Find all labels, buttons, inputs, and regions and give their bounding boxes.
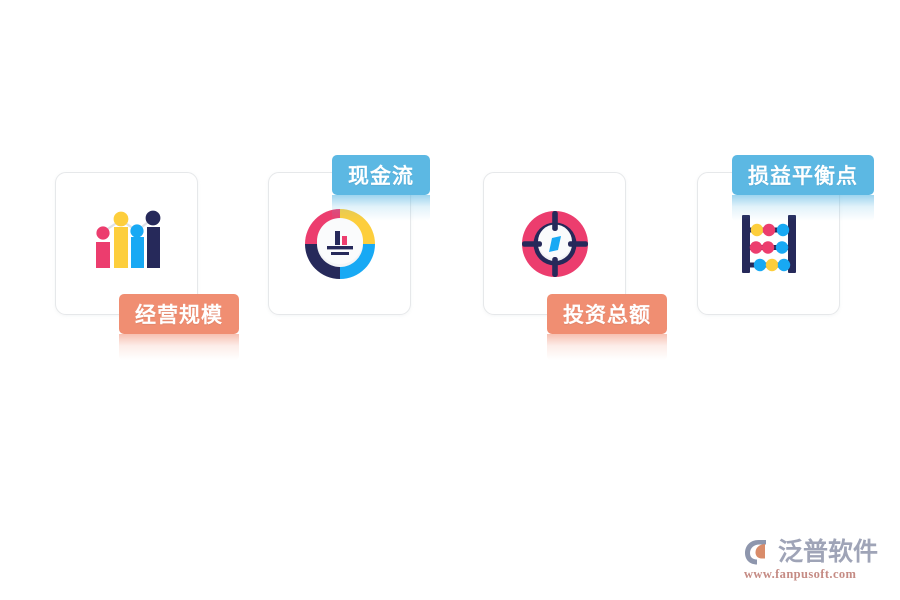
watermark-url-text: www.fanpusoft.com — [744, 567, 857, 581]
label-business-scale-text: 经营规模 — [135, 304, 223, 327]
fanpu-logo-icon — [745, 540, 766, 565]
label-total-investment-reflection — [547, 334, 667, 360]
abacus-icon — [741, 214, 796, 273]
label-total-investment-text: 投资总额 — [563, 304, 651, 327]
label-cash-flow-chip[interactable]: 现金流 — [332, 155, 430, 195]
bar-chart-growth-icon — [95, 210, 160, 268]
card-total-investment[interactable] — [483, 172, 626, 315]
card-business-scale[interactable] — [55, 172, 198, 315]
label-cash-flow[interactable]: 现金流 — [332, 155, 430, 221]
donut-chart-icon — [304, 208, 375, 279]
label-break-even-point-chip[interactable]: 损益平衡点 — [732, 155, 874, 195]
watermark-brand-text: 泛普软件 — [778, 537, 879, 566]
label-cash-flow-text: 现金流 — [348, 165, 414, 188]
label-business-scale[interactable]: 经营规模 — [119, 294, 239, 360]
watermark: 泛普软件 www.fanpusoft.com — [744, 538, 884, 586]
label-total-investment[interactable]: 投资总额 — [547, 294, 667, 360]
label-business-scale-reflection — [119, 334, 239, 360]
label-break-even-point[interactable]: 损益平衡点 — [732, 155, 874, 221]
label-business-scale-chip[interactable]: 经营规模 — [119, 294, 239, 334]
label-total-investment-chip[interactable]: 投资总额 — [547, 294, 667, 334]
target-compass-icon — [521, 210, 588, 277]
watermark-brand-row: 泛普软件 — [744, 538, 884, 566]
label-break-even-point-text: 损益平衡点 — [748, 165, 858, 188]
